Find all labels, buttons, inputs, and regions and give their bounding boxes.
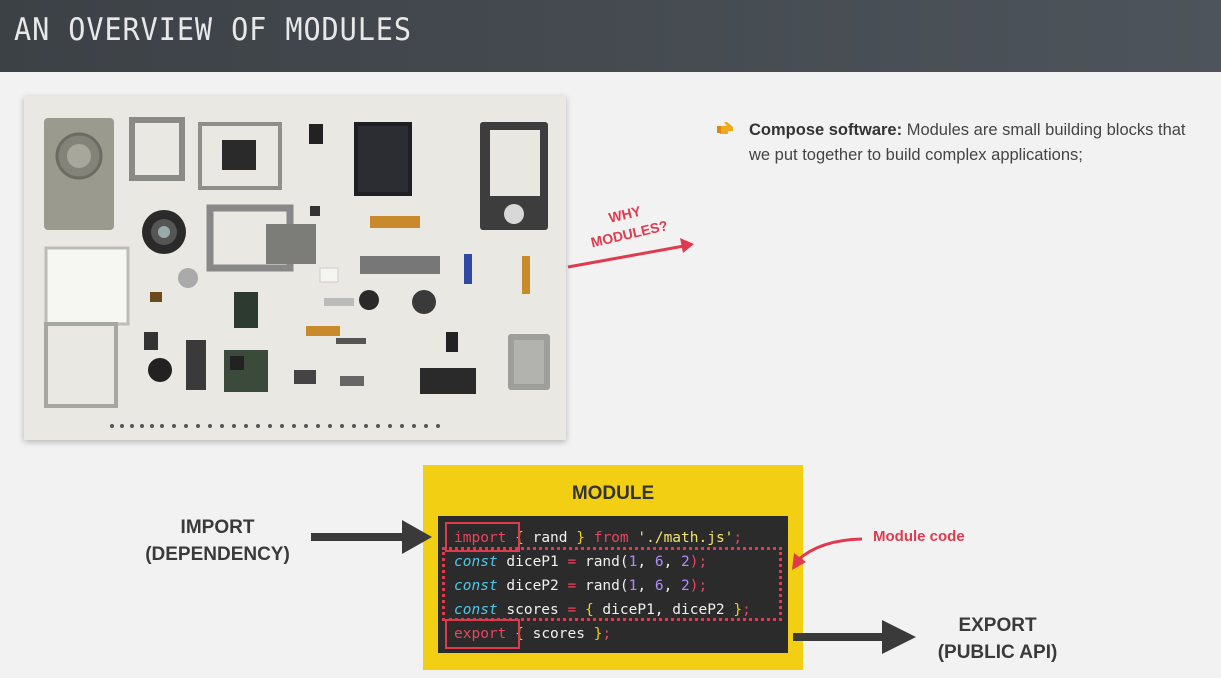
import-highlight-box [445, 522, 520, 552]
code-token: { [584, 602, 594, 618]
export-arrow [793, 620, 916, 654]
code-token: , [637, 554, 655, 570]
code-token: scores [497, 602, 568, 618]
code-line-import: import { rand } from './math.js'; [454, 528, 742, 548]
module-code-dotted-box [442, 547, 782, 621]
header-bar: AN OVERVIEW OF MODULES [0, 0, 1221, 72]
code-token: rand( [576, 578, 629, 594]
bullet-body: Modules are small building blocks that w… [749, 121, 1186, 164]
code-token: 1 [628, 554, 638, 570]
code-token: = [567, 554, 577, 570]
page-title: AN OVERVIEW OF MODULES [14, 12, 413, 48]
pointing-hand-icon [717, 122, 733, 134]
code-line-dicep1: const diceP1 = rand(1, 6, 2); [454, 552, 707, 572]
import-label-line1: IMPORT [180, 517, 255, 538]
module-code-arrow [792, 537, 863, 570]
module-code-label: Module code [873, 528, 965, 545]
code-token: ; [742, 602, 751, 618]
code-token: './math.js' [637, 530, 734, 546]
code-token: } [576, 530, 585, 546]
code-token: 6 [654, 554, 664, 570]
camera-parts-image [24, 96, 566, 440]
code-token: 2 [681, 578, 690, 594]
import-label-line2: (DEPENDENCY) [145, 544, 290, 565]
code-token: rand( [576, 554, 629, 570]
code-token: diceP1, diceP2 [593, 602, 734, 618]
module-title: MODULE [571, 483, 655, 504]
code-token: ; [602, 626, 612, 642]
code-token: from [584, 530, 638, 546]
code-token: scores [523, 626, 594, 642]
code-block: import { rand } from './math.js'; const … [438, 516, 788, 653]
code-line-dicep2: const diceP2 = rand(1, 6, 2); [454, 576, 707, 596]
code-token: ); [689, 554, 708, 570]
code-token: = [567, 578, 577, 594]
code-token: rand [523, 530, 577, 546]
export-label: EXPORT (PUBLIC API) [920, 612, 1075, 666]
code-token: 2 [681, 554, 690, 570]
code-token: = [567, 602, 577, 618]
code-line-scores: const scores = { diceP1, diceP2 }; [454, 600, 751, 620]
import-arrow [311, 520, 432, 554]
const-keyword: const [454, 554, 498, 570]
code-token: , [663, 578, 682, 594]
export-label-line1: EXPORT [958, 615, 1037, 636]
export-label-line2: (PUBLIC API) [937, 642, 1058, 663]
const-keyword: const [454, 578, 498, 594]
bullet-title: Compose software: [749, 121, 903, 139]
bullet-compose-software: Compose software: Modules are small buil… [749, 118, 1189, 168]
import-label: IMPORT (DEPENDENCY) [130, 514, 305, 568]
code-token: diceP1 [497, 554, 568, 570]
code-token: ; [733, 530, 743, 546]
code-token: } [733, 602, 743, 618]
code-token: , [637, 578, 655, 594]
const-keyword: const [454, 602, 498, 618]
camera-parts-photo [24, 96, 566, 440]
code-token: 6 [654, 578, 664, 594]
code-token: ); [689, 578, 708, 594]
export-keyword: export [454, 626, 507, 642]
why-modules-arrow [567, 238, 694, 269]
code-token: } [593, 626, 603, 642]
import-keyword: import [454, 530, 507, 546]
code-token: diceP2 [497, 578, 568, 594]
code-token: 1 [628, 578, 638, 594]
code-token: , [663, 554, 682, 570]
